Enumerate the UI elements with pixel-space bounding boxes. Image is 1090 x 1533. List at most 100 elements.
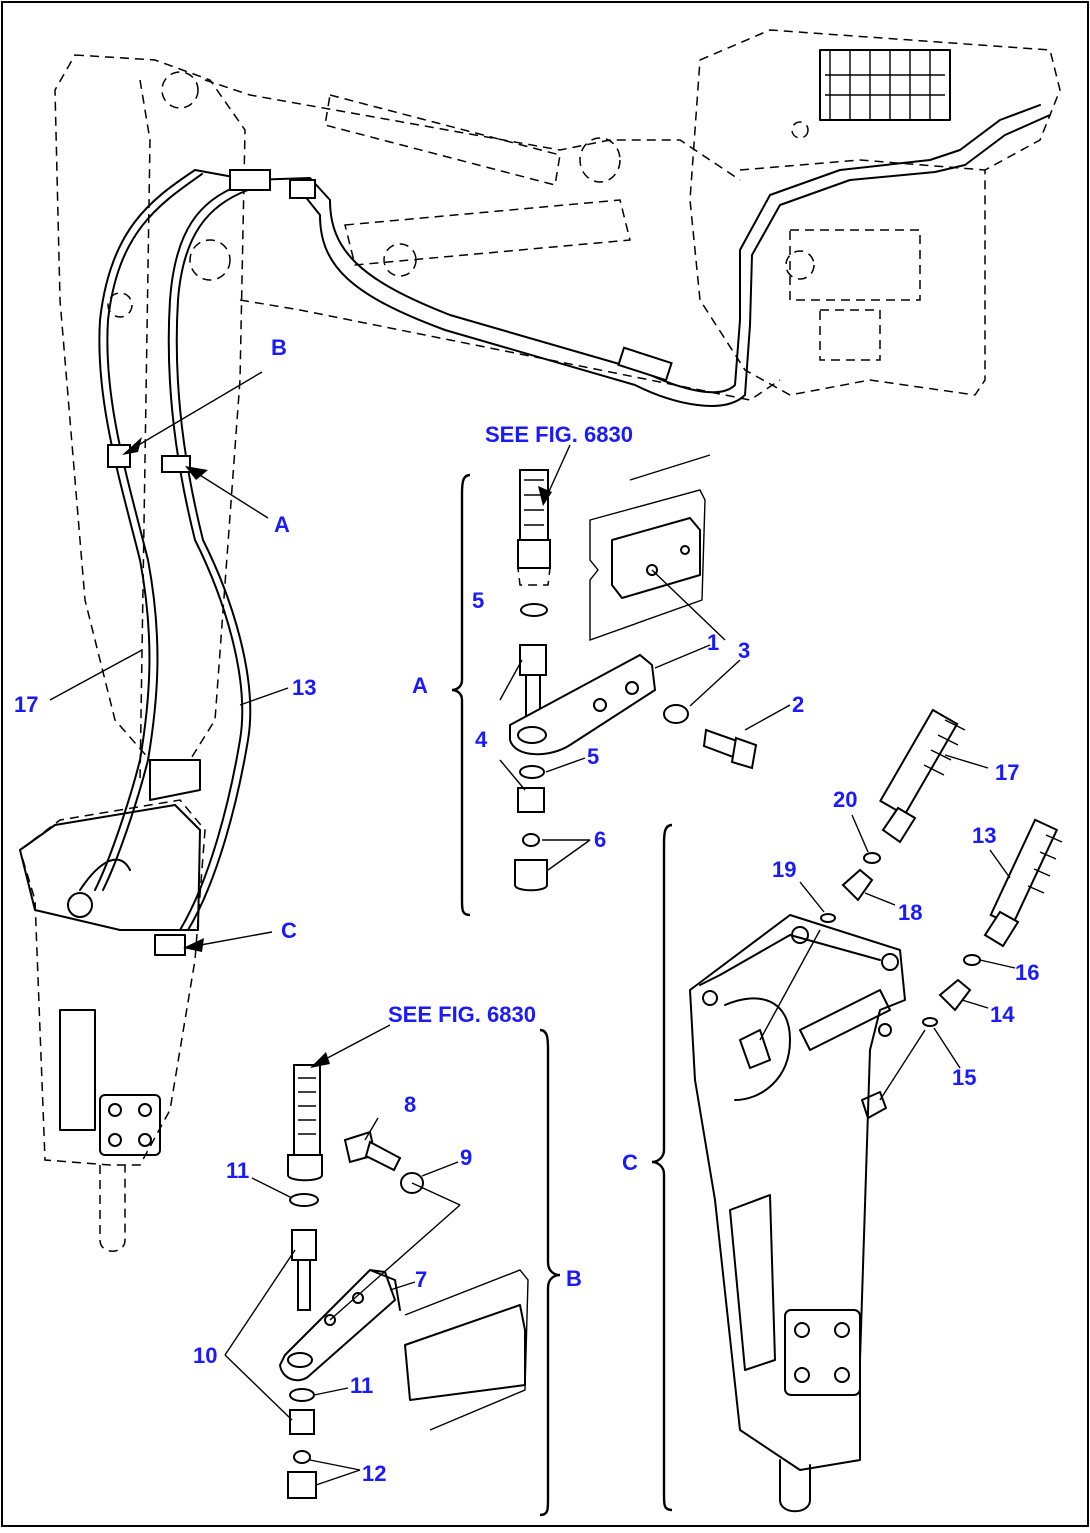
hose-clamp-upper-2 — [289, 179, 316, 199]
boom-pin-mid — [189, 239, 231, 281]
boom-phantom-inner — [139, 79, 151, 781]
detail-view-C — [651, 708, 1063, 1513]
cylinder-upper — [324, 94, 561, 186]
clamp-A — [161, 455, 191, 473]
bracket-7 — [278, 1268, 397, 1382]
mount-block-B — [404, 1304, 526, 1401]
elbow-14 — [938, 978, 972, 1012]
turret-bolt — [791, 121, 809, 139]
leader-3 — [689, 659, 741, 707]
bracket-7-bolt-hole-2 — [352, 1292, 364, 1304]
labels: SEE FIG. 6830 SEE FIG. 6830 A B C B A C … — [14, 335, 1039, 1486]
washer-9-leader — [411, 1182, 461, 1206]
bolt-2-head — [730, 736, 758, 770]
callout-16: 16 — [1015, 960, 1039, 985]
callout-19: 19 — [772, 857, 796, 882]
leader-13-main — [239, 687, 289, 706]
breaker-C-port — [739, 1029, 771, 1069]
breaker-bracket-curve — [79, 858, 131, 891]
nut-6 — [517, 787, 545, 813]
hose-end-B-hatch — [298, 1077, 316, 1135]
breaker-C-pin-1 — [791, 926, 809, 944]
leader-19 — [799, 881, 825, 913]
o-ring-5-top — [520, 603, 548, 617]
callout-5-mid: 5 — [587, 744, 599, 769]
callout-13: 13 — [972, 823, 996, 848]
valve-block-sections — [829, 50, 931, 120]
cylinder-lower — [344, 199, 631, 266]
leader-8 — [364, 1117, 379, 1141]
bracket-1-bolt-hole-2 — [625, 681, 639, 695]
bracket-7-flange — [369, 1269, 401, 1311]
breaker-C-port-2 — [861, 1091, 887, 1119]
fitting-12-small — [293, 1450, 311, 1464]
bolt-8-shank — [364, 1140, 402, 1172]
callout-11-top: 11 — [226, 1158, 249, 1183]
callout-6: 6 — [594, 827, 606, 852]
hose-end-13-hatch — [1027, 834, 1063, 894]
arrow-B — [122, 437, 142, 455]
axis-line-13 — [879, 1029, 926, 1101]
o-ring-15 — [922, 1017, 938, 1027]
brace-C — [651, 823, 673, 1512]
bracket-1-bolt-hole-1 — [593, 698, 607, 712]
callout-12: 12 — [362, 1461, 386, 1486]
view-label-A: A — [412, 673, 428, 698]
leader-C — [194, 931, 273, 947]
o-ring-19 — [820, 913, 836, 923]
hose-13 — [167, 184, 244, 931]
breaker-link — [149, 759, 201, 801]
breaker-side-plate — [59, 1009, 96, 1131]
bracket-7-hole — [287, 1352, 313, 1368]
breaker-C-pin-3 — [702, 990, 718, 1006]
valve-block-lines — [825, 74, 945, 96]
mount-block-hole — [646, 564, 658, 576]
o-ring-16 — [963, 954, 981, 966]
turret-block — [789, 229, 921, 301]
leader-12a — [309, 1459, 361, 1471]
brace-A — [451, 473, 471, 917]
callout-2: 2 — [792, 692, 804, 717]
bracket-7-bolt-hole-1 — [324, 1314, 336, 1326]
callout-9: 9 — [460, 1145, 472, 1170]
hose-end-17 — [879, 708, 959, 817]
washer-3 — [663, 704, 689, 724]
see-fig-reference-top: SEE FIG. 6830 — [485, 422, 633, 447]
hose-17-fitting — [881, 806, 917, 844]
leader-1 — [654, 644, 711, 669]
hose-end-A-hatch — [524, 479, 544, 526]
leader-5-mid — [545, 757, 586, 773]
callout-7: 7 — [415, 1267, 427, 1292]
leader-20 — [851, 814, 869, 853]
breaker-C-housing — [724, 997, 791, 1101]
bolt-axis-leader — [329, 1204, 461, 1321]
turret-edge — [739, 159, 986, 171]
callout-5-top: 5 — [472, 588, 484, 613]
hose-13-b — [175, 189, 252, 931]
callout-10: 10 — [193, 1343, 217, 1368]
breaker-chisel — [99, 1165, 126, 1252]
hose-fitting-B — [287, 1154, 323, 1182]
hose-fitting-phantom-A — [517, 567, 551, 586]
hose-run-upper — [194, 169, 841, 394]
leader-17-main — [49, 649, 143, 701]
leader-4b — [499, 759, 526, 791]
breaker-C-top-edge — [699, 934, 881, 986]
adapter-10-hex — [291, 1229, 317, 1261]
callout-13-main: 13 — [292, 675, 316, 700]
breaker-C-flange — [799, 989, 891, 1051]
breaker-C-side-plate — [729, 1194, 776, 1371]
breaker-C-pin-2 — [881, 953, 899, 971]
o-ring-11-top — [289, 1193, 319, 1207]
mount-plate-B — [404, 1269, 529, 1431]
hose-13-fitting — [983, 910, 1020, 948]
breaker-tool-holder — [99, 1094, 161, 1156]
turret-pin — [785, 250, 815, 280]
machine-assembly-illustration — [19, 29, 1061, 1252]
breaker-C-bolt-4 — [834, 1367, 850, 1383]
hose-guard — [617, 346, 673, 382]
leader-B — [129, 371, 263, 451]
leader-4a — [499, 659, 523, 701]
